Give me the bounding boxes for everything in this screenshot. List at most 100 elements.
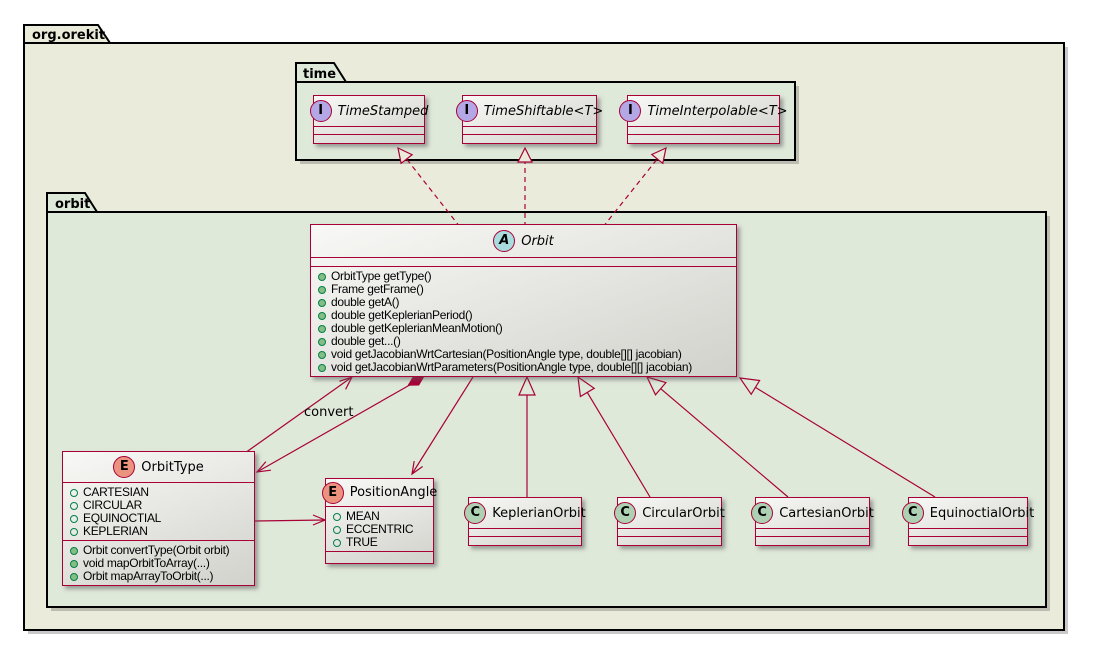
- member-row: CARTESIAN: [70, 486, 247, 499]
- interface-icon: I: [455, 100, 478, 122]
- method-bullet-icon: [70, 559, 78, 568]
- enum-icon: E: [321, 481, 344, 504]
- method-bullet-icon: [70, 572, 78, 581]
- enum-icon: E: [113, 456, 136, 478]
- member-text: KEPLERIAN: [83, 524, 148, 538]
- field-bullet-icon: [333, 538, 341, 547]
- fields-compartment: [756, 528, 869, 536]
- interface-box-timeinterpolable: I TimeInterpolable<T>: [619, 95, 788, 144]
- interface-icon: I: [619, 100, 642, 122]
- member-row: double getA(): [318, 296, 729, 309]
- methods-compartment: Orbit convertType(Orbit orbit)void mapOr…: [63, 540, 254, 585]
- methods-compartment: [618, 536, 721, 545]
- member-row: ECCENTRIC: [333, 523, 426, 536]
- abstract-class-icon: A: [493, 230, 516, 252]
- class-header: E OrbitType: [63, 452, 254, 482]
- hollow-triangle-arrowhead: [738, 377, 761, 396]
- class-header: C CartesianOrbit: [751, 498, 874, 528]
- member-text: EQUINOCTIAL: [83, 511, 162, 525]
- package-label: org.orekit: [32, 28, 105, 43]
- class-name: Orbit: [521, 233, 554, 249]
- methods-compartment: [314, 134, 424, 143]
- member-row: EQUINOCTIAL: [70, 512, 247, 525]
- hollow-triangle-arrowhead: [650, 146, 667, 165]
- fields-compartment: [618, 528, 721, 536]
- member-text: void mapOrbitToArray(...): [83, 556, 210, 570]
- class-icon: C: [751, 502, 774, 524]
- association-orbittype-to-orbit: [244, 375, 354, 454]
- member-row: KEPLERIAN: [70, 525, 247, 538]
- class-name: CircularOrbit: [642, 505, 725, 521]
- hollow-triangle-arrowhead: [517, 146, 533, 163]
- composition-orbit-to-orbittype: [255, 375, 426, 473]
- member-text: double get...(): [331, 334, 401, 348]
- class-name: TimeStamped: [337, 103, 429, 119]
- class-name: PositionAngle: [349, 485, 438, 500]
- member-text: CIRCULAR: [83, 498, 142, 512]
- member-text: CARTESIAN: [83, 485, 149, 499]
- package-label: orbit: [55, 197, 90, 212]
- member-row: OrbitType getType(): [318, 270, 729, 283]
- member-text: TRUE: [346, 535, 378, 549]
- methods-compartment: OrbitType getType()Frame getFrame()doubl…: [311, 266, 736, 376]
- member-text: OrbitType getType(): [331, 269, 432, 283]
- member-text: Orbit convertType(Orbit orbit): [83, 543, 230, 557]
- member-row: void getJacobianWrtCartesian(PositionAng…: [318, 348, 729, 361]
- class-header: C CircularOrbit: [614, 498, 725, 528]
- open-arrowhead: [411, 460, 423, 476]
- generalization-equinoctialorbit: [738, 377, 936, 498]
- member-text: double getKeplerianMeanMotion(): [331, 321, 503, 335]
- method-bullet-icon: [318, 337, 326, 346]
- fields-compartment: [469, 528, 581, 536]
- member-text: ECCENTRIC: [346, 522, 414, 536]
- fields-compartment: [628, 126, 779, 134]
- hollow-triangle-arrowhead: [645, 376, 667, 396]
- method-bullet-icon: [318, 363, 326, 372]
- methods-compartment: [628, 134, 779, 143]
- association-orbit-to-positionangle: [411, 376, 474, 476]
- method-bullet-icon: [318, 298, 326, 307]
- class-name: KeplerianOrbit: [492, 505, 586, 521]
- methods-compartment: [463, 134, 596, 143]
- method-bullet-icon: [318, 324, 326, 333]
- class-name: CartesianOrbit: [779, 505, 874, 521]
- fields-compartment: [311, 257, 736, 266]
- class-header: A Orbit: [311, 225, 736, 257]
- realization-timeshiftable: [517, 146, 533, 227]
- field-bullet-icon: [333, 512, 341, 521]
- member-row: void getJacobianWrtParameters(PositionAn…: [318, 361, 729, 374]
- package-tab: [23, 24, 112, 44]
- member-text: Orbit mapArrayToOrbit(...): [83, 569, 214, 583]
- member-text: void getJacobianWrtCartesian(PositionAng…: [331, 347, 682, 361]
- method-bullet-icon: [70, 546, 78, 555]
- class-box-equinoctialorbit: C EquinoctialOrbit: [901, 497, 1034, 546]
- class-header: E PositionAngle: [321, 479, 437, 506]
- member-row: CIRCULAR: [70, 499, 247, 512]
- class-header: C EquinoctialOrbit: [901, 498, 1034, 528]
- methods-compartment: [326, 551, 433, 563]
- hollow-triangle-arrowhead: [518, 375, 536, 396]
- interface-box-timestamped: I TimeStamped: [309, 95, 428, 144]
- member-row: void mapOrbitToArray(...): [70, 557, 247, 570]
- class-name: TimeInterpolable<T>: [647, 103, 788, 119]
- field-bullet-icon: [70, 514, 78, 523]
- field-bullet-icon: [70, 527, 78, 536]
- method-bullet-icon: [318, 350, 326, 359]
- generalization-cartesianorbit: [645, 376, 789, 498]
- member-row: double getKeplerianPeriod(): [318, 309, 729, 322]
- member-row: MEAN: [333, 510, 426, 523]
- generalization-circularorbit: [577, 375, 651, 498]
- member-text: double getA(): [331, 295, 400, 309]
- member-row: Frame getFrame(): [318, 283, 729, 296]
- open-arrowhead: [255, 461, 271, 473]
- class-box-circularorbit: C CircularOrbit: [614, 497, 725, 546]
- method-bullet-icon: [318, 311, 326, 320]
- class-icon: C: [614, 502, 637, 524]
- class-header: I TimeInterpolable<T>: [619, 96, 788, 126]
- hollow-triangle-arrowhead: [397, 146, 414, 165]
